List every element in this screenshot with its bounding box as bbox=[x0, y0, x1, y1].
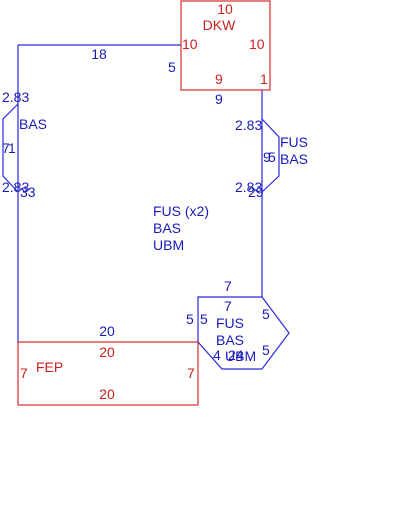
bas-left-name: BAS bbox=[19, 116, 47, 132]
bas-left-mid-label: 7 bbox=[2, 140, 10, 156]
fep-top-label: 20 bbox=[99, 344, 115, 360]
fus-right-mid-b-label: 5 bbox=[268, 149, 276, 165]
dkw-outer-left-label: 5 bbox=[168, 59, 176, 75]
fep-name: FEP bbox=[36, 359, 63, 375]
main-label-1: FUS (x2) bbox=[153, 203, 209, 219]
hex-left-inner-label: 5 bbox=[200, 311, 208, 327]
bas-left-mid2-label: 1 bbox=[8, 140, 16, 156]
dkw-top-label: 10 bbox=[217, 1, 233, 17]
hex-left-outer-label: 5 bbox=[186, 311, 194, 327]
fus-right-label-2: BAS bbox=[280, 151, 308, 167]
bas-left-outline bbox=[2, 103, 19, 193]
hex-bottom-b-label: 24 bbox=[228, 347, 244, 363]
bas-left-bottom-b-label: 33 bbox=[20, 184, 36, 200]
hex-label-3: UBM bbox=[225, 348, 256, 364]
bas-left-top-label: 2.83 bbox=[2, 89, 29, 105]
bas-left-bottom-a-label: 2.83 bbox=[2, 179, 29, 195]
hex-label-2: BAS bbox=[216, 332, 244, 348]
dkw-name-label: DKW bbox=[203, 17, 236, 33]
main-region-outline bbox=[17, 44, 263, 342]
fus-right-bottom-a-label: 2.83 bbox=[235, 179, 262, 195]
fus-right-top-label: 2.83 bbox=[235, 117, 262, 133]
fep-bottom-label: 20 bbox=[99, 386, 115, 402]
fus-right-mid-a-label: 9 bbox=[263, 149, 271, 165]
dkw-outer-bottom-label: 9 bbox=[215, 91, 223, 107]
hex-label-1: FUS bbox=[216, 315, 244, 331]
hex-outer-top-label: 7 bbox=[224, 278, 232, 294]
dkw-box bbox=[180, 0, 271, 91]
hex-right-top-label: 5 bbox=[262, 306, 270, 322]
main-label-2: BAS bbox=[153, 220, 181, 236]
fep-outer-top-label: 20 bbox=[99, 323, 115, 339]
hex-right-bottom-label: 5 bbox=[262, 342, 270, 358]
fus-right-bottom-b-label: 29 bbox=[248, 184, 264, 200]
hex-inner-top-label: 7 bbox=[224, 298, 232, 314]
main-label-3: UBM bbox=[153, 237, 184, 253]
hex-bottom-a-label: 4 bbox=[213, 347, 221, 363]
fep-right-label: 7 bbox=[187, 365, 195, 381]
dkw-right-label: 10 bbox=[249, 36, 265, 52]
fus-right-outline bbox=[261, 118, 280, 193]
fep-left-label: 7 bbox=[20, 365, 28, 381]
dkw-bottom-right-label: 1 bbox=[260, 71, 268, 87]
fus-right-label-1: FUS bbox=[280, 134, 308, 150]
dkw-left-label: 10 bbox=[182, 36, 198, 52]
main-top-label: 18 bbox=[91, 46, 107, 62]
fep-box bbox=[17, 341, 199, 406]
dkw-bottom-left-label: 9 bbox=[215, 71, 223, 87]
